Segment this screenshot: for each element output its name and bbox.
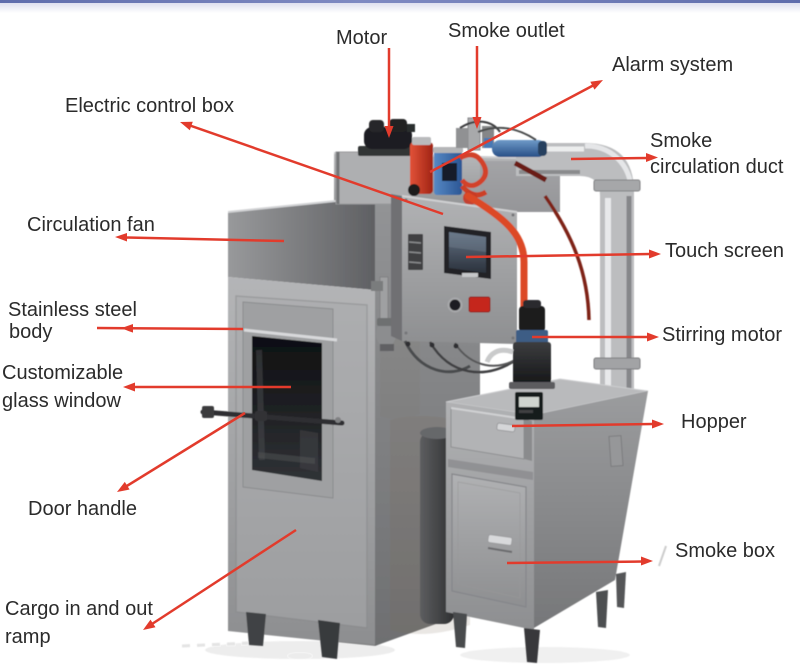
label-cargo-ramp-line1: Cargo in and out xyxy=(5,598,153,620)
arrow-line-hopper xyxy=(511,422,654,428)
dark-cylinder xyxy=(420,427,454,624)
top-cable xyxy=(477,126,537,141)
label-stirring-motor: Stirring motor xyxy=(662,324,783,346)
arrow-head-circulation-fan xyxy=(115,233,127,242)
side-bracket xyxy=(608,435,624,467)
label-stainless-steel-body-line2: body xyxy=(9,321,53,343)
label-electric-control-box: Electric control box xyxy=(65,95,234,117)
annotation-arrows xyxy=(96,46,664,630)
arrow-head-touch-screen xyxy=(649,249,661,259)
label-motor: Motor xyxy=(336,27,388,49)
top-machinery xyxy=(335,117,548,205)
glass-window xyxy=(242,301,338,499)
label-circulation-fan: Circulation fan xyxy=(27,214,155,236)
touch-screen-panel xyxy=(444,226,491,279)
control-cables xyxy=(403,340,520,374)
arrow-line-smoke-circulation-duct xyxy=(570,156,649,161)
maroon-cable xyxy=(543,195,591,321)
cabinet-top-band xyxy=(227,196,376,290)
arrow-line-touch-screen xyxy=(465,252,652,259)
label-alarm-system: Alarm system xyxy=(612,54,734,76)
faint-artifacts xyxy=(181,545,667,659)
door-handle-rod xyxy=(200,406,345,426)
smoke-box-drawer xyxy=(451,473,527,608)
arrow-line-smoke-box xyxy=(506,560,643,565)
machine-photo xyxy=(181,117,667,663)
arrow-head-alarm-system xyxy=(590,80,603,90)
label-customizable-glass-window-line2: glass window xyxy=(2,390,121,412)
arrow-line-circulation-fan xyxy=(124,236,285,243)
arrow-head-smoke-outlet xyxy=(472,117,482,129)
label-touch-screen: Touch screen xyxy=(665,240,784,262)
arrow-line-door-handle xyxy=(125,411,246,488)
alarm-beacon xyxy=(408,137,433,196)
electric-control-box xyxy=(391,194,520,374)
label-cargo-ramp-line2: ramp xyxy=(5,626,51,648)
arrow-line-cargo-ramp xyxy=(151,528,297,626)
orange-feed-hose xyxy=(464,192,528,314)
label-smoke-outlet: Smoke outlet xyxy=(448,20,565,42)
red-button xyxy=(468,296,491,313)
cabinet-legs xyxy=(205,612,395,659)
white-hose xyxy=(484,347,514,364)
label-customizable-glass-window-line1: Customizable xyxy=(2,362,124,384)
blue-control-device xyxy=(433,147,463,195)
arrow-heads xyxy=(115,80,664,630)
label-smoke-circulation-duct-line1: Smoke xyxy=(650,130,713,152)
arrow-line-stainless-steel-body xyxy=(96,326,244,331)
label-smoke-circulation-duct-line2: circulation duct xyxy=(650,156,784,178)
circulation-duct-pipe xyxy=(516,143,641,395)
top-border-fade xyxy=(0,3,800,13)
arrow-head-electric-control-box xyxy=(180,121,193,131)
arrow-head-stirring-motor xyxy=(647,332,659,342)
arrow-line-alarm-system xyxy=(429,83,595,174)
label-door-handle: Door handle xyxy=(28,498,137,520)
maroon-hose-short xyxy=(513,160,548,183)
top-border-line xyxy=(0,0,800,3)
cabinet-front-face xyxy=(200,276,396,646)
smoke-box-handle xyxy=(487,534,513,546)
label-smoke-box: Smoke box xyxy=(675,540,776,562)
arrow-head-motor xyxy=(384,126,394,138)
arrow-head-hopper xyxy=(652,419,664,429)
top-motor xyxy=(358,119,415,156)
blue-pipe-cylinder xyxy=(492,140,547,157)
display-box xyxy=(515,392,543,420)
hopper-handle xyxy=(496,422,516,433)
arrow-head-stainless-steel-body xyxy=(121,324,133,333)
label-hopper: Hopper xyxy=(681,411,747,433)
arrow-head-cargo-ramp xyxy=(143,619,156,630)
arrow-head-door-handle xyxy=(117,481,130,492)
label-stainless-steel-body-line1: Stainless steel xyxy=(8,299,137,321)
arrow-head-smoke-circulation-duct xyxy=(646,153,658,162)
arrow-line-electric-control-box xyxy=(189,124,444,216)
black-button xyxy=(447,297,463,313)
arrow-head-smoke-box xyxy=(641,556,653,566)
hopper-unit xyxy=(445,378,649,663)
hopper-drawer xyxy=(450,407,532,461)
arrow-head-glass-window xyxy=(123,382,135,392)
stirring-motor-device xyxy=(484,300,555,420)
hopper-legs xyxy=(453,572,626,663)
